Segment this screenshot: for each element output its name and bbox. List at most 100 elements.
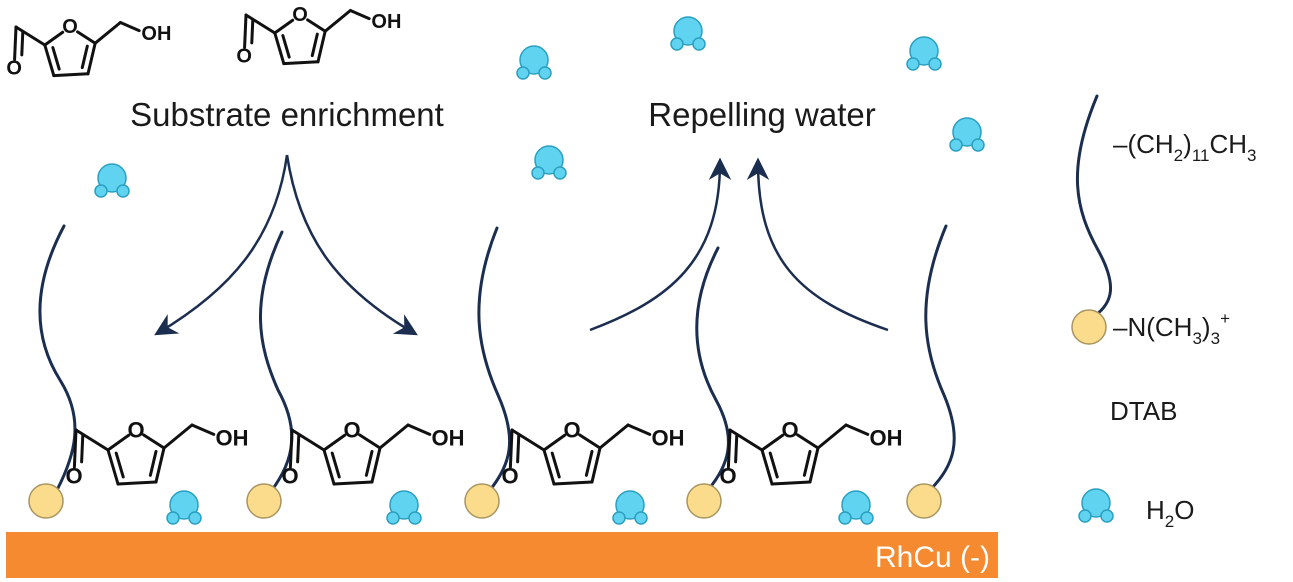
- bond: [726, 428, 732, 469]
- bond: [406, 423, 432, 436]
- enrichment-arrows: [154, 154, 418, 336]
- water-molecule-icon: [949, 117, 985, 152]
- bond: [288, 428, 294, 469]
- dtab-chain: [924, 224, 956, 492]
- legend-dtab-label: DTAB: [1110, 396, 1177, 426]
- bond: [550, 451, 561, 479]
- bond: [760, 448, 774, 486]
- bond: [52, 72, 90, 78]
- hydroxyl-label: OH: [432, 426, 465, 451]
- legend-head-formula: –N(CH3)3+: [1113, 309, 1230, 348]
- bond: [86, 41, 97, 76]
- bond: [116, 480, 158, 486]
- bond: [106, 433, 131, 452]
- bond: [43, 43, 56, 78]
- bond: [760, 433, 785, 452]
- bond: [802, 449, 812, 477]
- bond: [816, 423, 848, 450]
- hydroxyl-label: OH: [870, 426, 903, 451]
- legend-headgroup-icon: [1071, 309, 1107, 345]
- curved-arrow-icon: [746, 157, 889, 332]
- bond: [118, 21, 141, 33]
- bond: [296, 434, 301, 464]
- bond: [734, 434, 739, 464]
- headgroup-icon: [28, 483, 64, 519]
- bond: [190, 423, 216, 436]
- bond: [93, 21, 122, 45]
- bond: [316, 29, 327, 64]
- repelling-water-label: Repelling water: [648, 96, 875, 133]
- water-molecule-icon: [166, 490, 202, 525]
- bond: [332, 480, 374, 486]
- oxygen-label: O: [281, 464, 298, 489]
- rhcu-electrode: [6, 532, 998, 578]
- bond: [768, 451, 779, 479]
- headgroups: [28, 309, 1107, 519]
- bond: [142, 433, 166, 450]
- legend-water-icon: [1078, 488, 1114, 523]
- surfactant-chains: [38, 94, 1113, 492]
- hmf-molecule: O OH O: [281, 418, 464, 489]
- bond: [542, 433, 567, 452]
- oxygen-label: O: [6, 57, 22, 79]
- bond: [162, 423, 194, 450]
- hydroxyl-label: OH: [141, 23, 171, 45]
- bond: [330, 451, 341, 479]
- bond: [273, 18, 295, 35]
- bond: [844, 423, 870, 436]
- dtab-chain: [259, 230, 294, 492]
- bond: [552, 480, 594, 486]
- bond: [80, 44, 89, 70]
- bond: [20, 30, 25, 57]
- oxygen-label: O: [292, 4, 308, 26]
- hmf-molecule: O OH O: [6, 16, 171, 79]
- bond: [13, 25, 18, 61]
- bond: [114, 451, 125, 479]
- water-molecule-icon: [906, 36, 942, 71]
- oxygen-label: O: [65, 464, 82, 489]
- dtab-chain: [477, 226, 511, 492]
- bond: [626, 423, 652, 436]
- oxygen-label: O: [343, 418, 360, 443]
- oxygen-label: O: [62, 16, 78, 38]
- bond: [290, 428, 326, 452]
- bond: [510, 428, 546, 452]
- bond: [322, 433, 347, 452]
- bond: [542, 448, 556, 486]
- water-molecule-icon: [94, 163, 130, 198]
- bond: [322, 448, 336, 486]
- hydroxyl-label: OH: [216, 426, 249, 451]
- headgroup-icon: [464, 483, 500, 519]
- bond: [364, 449, 374, 477]
- bond: [584, 449, 594, 477]
- bond: [74, 428, 110, 452]
- bond: [358, 433, 382, 450]
- oxygen-label: O: [719, 464, 736, 489]
- legend-tail-formula: –(CH2)11CH3: [1113, 129, 1257, 165]
- headgroup-icon: [686, 483, 722, 519]
- legend-water-label: H2O: [1146, 495, 1194, 531]
- bond: [770, 480, 812, 486]
- bond: [796, 433, 820, 450]
- bond: [323, 9, 352, 33]
- bond: [808, 446, 820, 484]
- dtab-chain: [38, 224, 77, 492]
- hydroxyl-label: OH: [371, 11, 401, 33]
- bond: [243, 13, 248, 49]
- oxygen-label: O: [236, 45, 252, 67]
- curved-arrow-icon: [154, 154, 289, 336]
- bond: [306, 18, 327, 33]
- bond: [273, 31, 286, 66]
- hydroxyl-label: OH: [652, 426, 685, 451]
- bond: [348, 9, 371, 21]
- water-molecule-icon: [531, 145, 567, 180]
- curved-arrow-icon: [589, 157, 732, 332]
- bond: [282, 60, 320, 66]
- bond: [578, 433, 602, 450]
- bond: [244, 13, 277, 35]
